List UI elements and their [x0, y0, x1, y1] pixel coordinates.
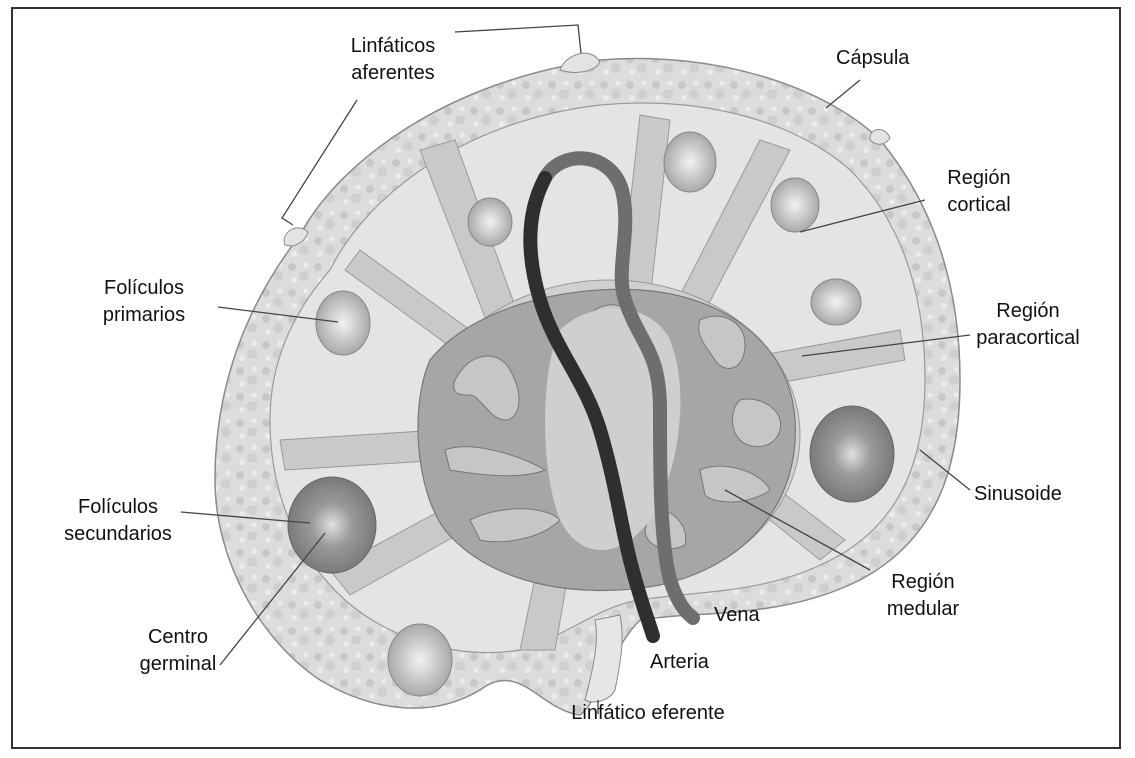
primary-follicle: [811, 279, 861, 325]
primary-follicle: [468, 198, 512, 246]
secondary-follicle: [288, 477, 376, 573]
label-region-paracortical-line2: paracortical: [976, 327, 1079, 349]
label-foliculos-primarios-line1: Folículos: [104, 277, 184, 299]
label-sinusoide: Sinusoide: [974, 483, 1062, 505]
secondary-follicle: [810, 406, 894, 502]
label-vena: Vena: [714, 604, 760, 626]
label-linfaticos-aferentes-line1: Linfáticos: [351, 35, 436, 57]
label-linfatico-eferente: Linfático eferente: [571, 702, 724, 724]
label-centro-germinal-line1: Centro: [148, 626, 208, 648]
primary-follicle: [771, 178, 819, 232]
primary-follicle: [316, 291, 370, 355]
label-region-medular-line2: medular: [887, 598, 960, 620]
label-capsula: Cápsula: [836, 47, 910, 69]
label-foliculos-secundarios-line1: Folículos: [78, 496, 158, 518]
label-region-cortical-line1: Región: [947, 167, 1010, 189]
label-region-medular-line1: Región: [891, 571, 954, 593]
label-arteria: Arteria: [650, 651, 710, 673]
label-foliculos-primarios-line2: primarios: [103, 304, 185, 326]
afferent-lymphatic-bump: [870, 130, 890, 145]
label-region-paracortical-line1: Región: [996, 300, 1059, 322]
label-linfaticos-aferentes-line2: aferentes: [351, 62, 434, 84]
label-region-cortical-line2: cortical: [947, 194, 1010, 216]
primary-follicle: [664, 132, 716, 192]
primary-follicle: [388, 624, 452, 696]
label-foliculos-secundarios-line2: secundarios: [64, 523, 172, 545]
label-centro-germinal-line2: germinal: [140, 653, 217, 675]
